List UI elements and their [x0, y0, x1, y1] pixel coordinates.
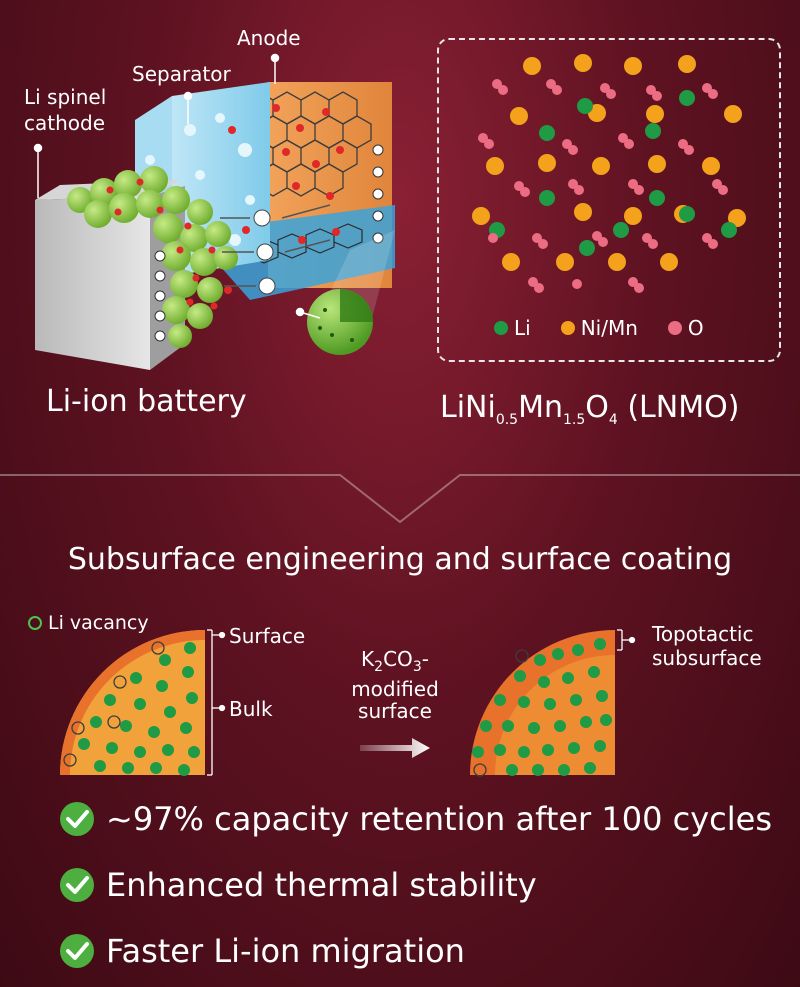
- vacancy-circle-icon: [28, 616, 42, 630]
- legend-nimn-label: Ni/Mn: [580, 316, 638, 340]
- li-dot-icon: [494, 321, 508, 335]
- battery-illustration: [33, 53, 395, 370]
- formula-part-2: Mn: [518, 390, 563, 425]
- modified-li-atoms: [472, 638, 612, 776]
- oxygen-atoms: [478, 79, 728, 293]
- check-icon: [60, 934, 94, 968]
- legend-nimn: Ni/Mn: [560, 316, 638, 340]
- graphene-layers: [244, 91, 372, 197]
- result-item: Enhanced thermal stability: [58, 866, 537, 904]
- topotactic-label: Topotactic subsurface: [652, 622, 762, 670]
- surface-bulk-brackets: [207, 629, 226, 776]
- co-sub: 3: [412, 659, 422, 675]
- o-dot-icon: [667, 321, 682, 335]
- zoom-particle: [307, 289, 373, 355]
- li-ion-markers: [253, 209, 276, 295]
- separator-label: Separator: [132, 62, 231, 86]
- process-line-2: modified: [351, 677, 439, 701]
- formula-sub-1: 0.5: [495, 412, 519, 428]
- topotactic-line-1: Topotactic: [652, 622, 754, 646]
- lnmo-lattice: [472, 54, 746, 293]
- bulk-label: Bulk: [229, 697, 273, 721]
- electron-symbols-cathode: [154, 250, 166, 342]
- formula-sub-3: 4: [608, 412, 618, 428]
- lnmo-formula: LiNi0.5Mn1.5O4 (LNMO): [440, 390, 739, 428]
- process-text: K2CO3- modified surface: [330, 648, 460, 722]
- result-item: Faster Li-ion migration: [58, 932, 465, 970]
- legend-o-label: O: [687, 316, 704, 340]
- formula-part-1: LiNi: [440, 390, 496, 425]
- legend-o: O: [667, 316, 704, 340]
- result-text-3: Faster Li-ion migration: [106, 932, 465, 970]
- result-item: ~97% capacity retention after 100 cycles: [58, 800, 772, 838]
- li-vacancy-legend: Li vacancy: [28, 612, 149, 634]
- formula-part-3: O: [585, 390, 609, 425]
- lnmo-legend: Li Ni/Mn O: [494, 316, 704, 340]
- check-icon: [60, 868, 94, 902]
- label-pointers: [33, 53, 321, 319]
- legend-li: Li: [494, 316, 531, 340]
- topotactic-line-2: subsurface: [652, 646, 762, 670]
- lnmo-structure-box: [437, 38, 781, 362]
- k-text: K: [361, 647, 375, 671]
- section-divider: [0, 474, 800, 524]
- red-ions: [106, 104, 344, 310]
- check-icon: [60, 802, 94, 836]
- cathode-label: Li spinel cathode: [24, 85, 107, 135]
- li-atoms: [489, 90, 737, 256]
- result-text-2: Enhanced thermal stability: [106, 866, 537, 904]
- section-heading: Subsurface engineering and surface coati…: [67, 542, 733, 577]
- topotactic-bracket: [617, 629, 636, 651]
- k-sub: 2: [374, 659, 384, 675]
- process-arrow-icon: [360, 738, 430, 758]
- bulk-particle-diagram: [60, 629, 226, 776]
- result-text-1: ~97% capacity retention after 100 cycles: [106, 800, 772, 838]
- dash-text: -: [421, 647, 429, 671]
- li-vacancy-markers: [63, 641, 165, 767]
- cathode-particles: [67, 166, 238, 348]
- formula-part-4: (LNMO): [617, 390, 740, 425]
- process-line-3: surface: [358, 699, 432, 723]
- ion-arrows: [220, 204, 331, 287]
- modified-vacancy-markers: [473, 649, 529, 777]
- graphene-bottom: [249, 223, 363, 264]
- formula-sub-2: 1.5: [563, 412, 586, 428]
- electron-symbols-anode: [372, 144, 384, 244]
- battery-title: Li-ion battery: [46, 384, 247, 419]
- process-line-1: K2CO3-: [330, 648, 460, 678]
- vacancy-label: Li vacancy: [48, 612, 149, 634]
- co-text: CO: [383, 647, 413, 671]
- surface-label: Surface: [229, 624, 306, 648]
- anode-label: Anode: [237, 26, 301, 50]
- nimn-dot-icon: [560, 321, 575, 335]
- bulk-li-atoms: [78, 642, 200, 776]
- modified-particle-diagram: [470, 629, 636, 777]
- legend-li-label: Li: [514, 316, 531, 340]
